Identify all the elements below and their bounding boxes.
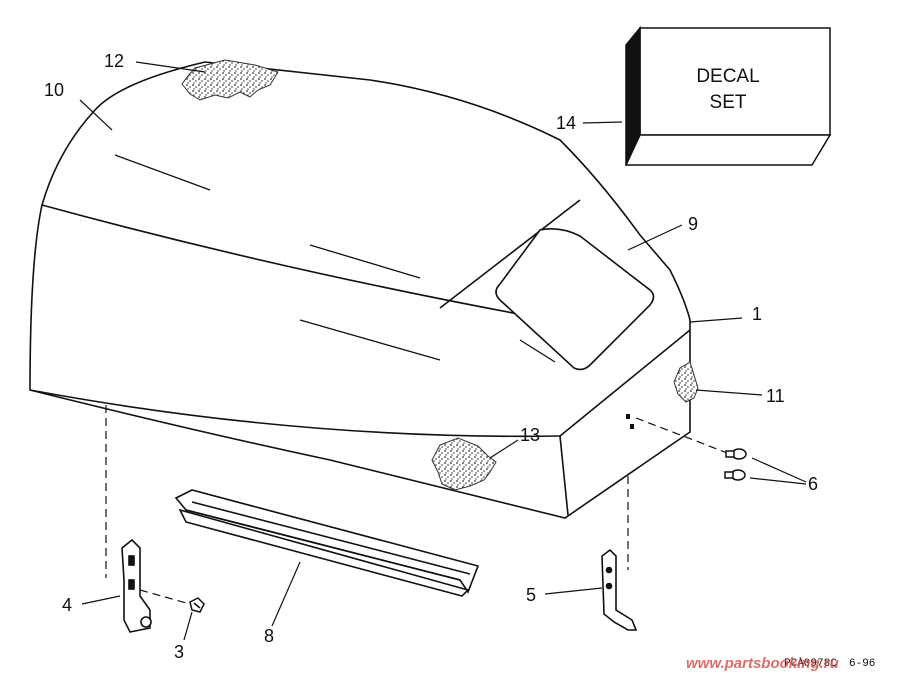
decal-set-box: DECAL SET: [624, 25, 832, 166]
watermark-text: www.partsbooking.ru: [686, 655, 839, 672]
callout-14: 14: [556, 113, 576, 133]
callout-5: 5: [526, 585, 536, 605]
leader-lines: [79, 61, 807, 641]
drawing-date: 6-96: [849, 658, 875, 670]
screws-6: [724, 448, 747, 481]
callout-10: 10: [44, 80, 64, 100]
screw-3: [189, 597, 205, 613]
callout-3: 3: [174, 642, 184, 662]
callout-1: 1: [752, 304, 762, 324]
install-lines: [105, 405, 731, 605]
callout-9: 9: [688, 214, 698, 234]
cover-window: [495, 228, 655, 371]
callout-8: 8: [264, 626, 274, 646]
decal-line-1: DECAL: [696, 66, 759, 87]
cover-holes: [626, 414, 634, 429]
callout-13: 13: [520, 425, 540, 445]
callout-4: 4: [62, 595, 72, 615]
bracket-right: [601, 548, 638, 631]
engine-cover: [29, 61, 691, 519]
bracket-left: [121, 538, 152, 633]
drawing-code: PCA0978C: [784, 658, 837, 670]
decal-line-2: SET: [710, 92, 747, 113]
decal-patch-11: [673, 361, 699, 403]
seal-strip: [174, 489, 480, 597]
callout-6: 6: [808, 474, 818, 494]
decal-patch-13: [431, 437, 497, 491]
decal-patch-12: [181, 59, 279, 101]
callout-11: 11: [766, 386, 785, 406]
callout-12: 12: [104, 51, 124, 71]
